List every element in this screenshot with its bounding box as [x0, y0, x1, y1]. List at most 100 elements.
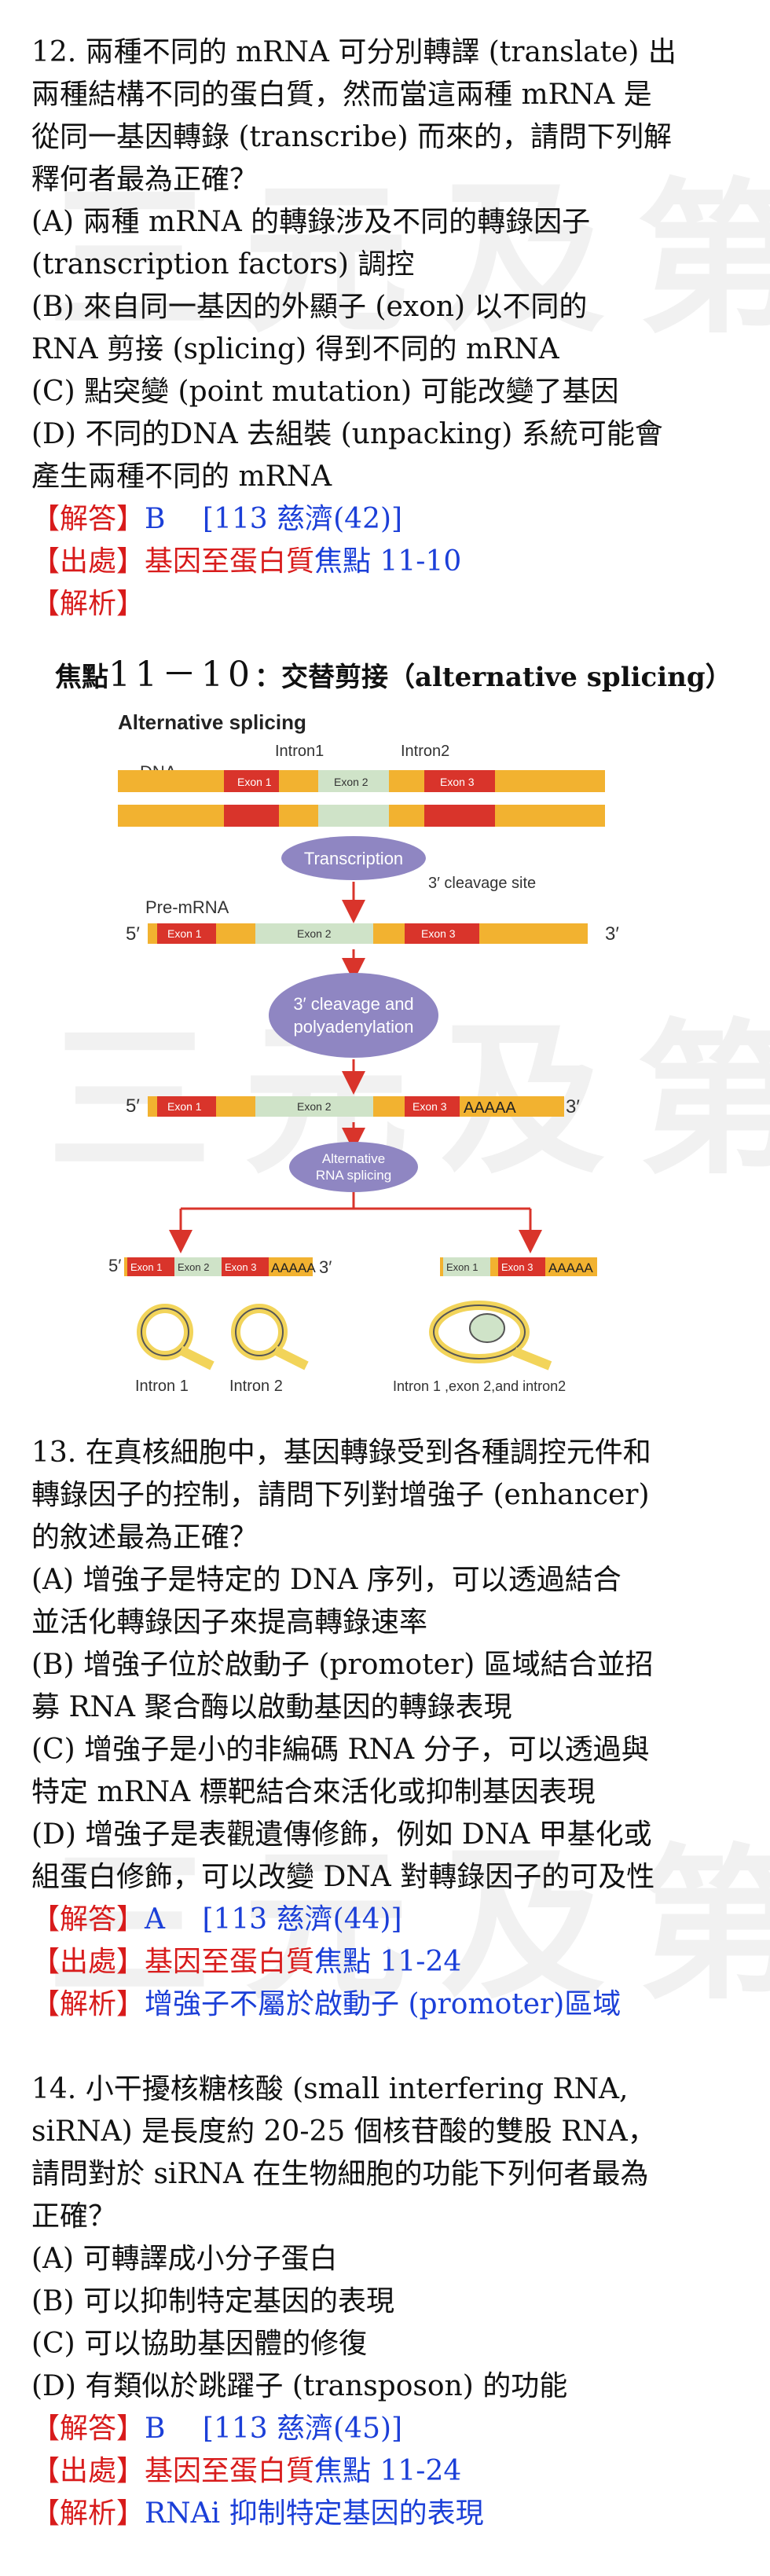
cleavage-line-2: polyadenylation [294, 1017, 414, 1037]
intron1-lariat [137, 1304, 214, 1371]
focus-title: ：交替剪接（alternative splicing） [254, 662, 732, 693]
question-14: 14. 小干擾核糖核酸 (small interfering RNA, siRN… [31, 2068, 739, 2535]
v2-polya: AAAAA [548, 1260, 593, 1275]
explain-label: 【解析】 [31, 2497, 145, 2530]
mrna-exon2: Exon 2 [297, 1100, 332, 1113]
q13-option-b: (B) 增強子位於啟動子 (promoter) 區域結合並招 [31, 1649, 654, 1681]
figure-title: Alternative splicing [118, 710, 306, 734]
q12-line: 釋何者最為正確？ [31, 163, 258, 196]
q12-option-a: (A) 兩種 mRNA 的轉錄涉及不同的轉錄因子 [31, 206, 591, 238]
alt-splicing-oval [289, 1142, 418, 1192]
dna-strand-top: Exon 1 Exon 2 Exon 3 [118, 770, 605, 792]
q14-option-c: (C) 可以協助基因體的修復 [31, 2328, 368, 2360]
combined-lariat [429, 1301, 552, 1371]
q13-option-a-cont: 並活化轉錄因子來提高轉錄速率 [31, 1606, 428, 1638]
source-focus: 焦點 11-24 [314, 1946, 462, 1978]
alt-splicing-line-1: Alternative [322, 1151, 385, 1166]
q13-option-d-cont: 組蛋白修飾，可以改變 DNA 對轉錄因子的可及性 [31, 1861, 655, 1893]
q14-answer: 【解答】B [113 慈濟(45)] [31, 2408, 739, 2450]
pre-exon2: Exon 2 [297, 927, 332, 940]
source-label: 【出處】 [31, 1946, 145, 1978]
answer-label: 【解答】 [31, 2413, 145, 2445]
pre-mrna-3: 3′ [605, 923, 619, 945]
alt-splicing-line-2: RNA splicing [316, 1168, 391, 1183]
pre-mrna-strand: Exon 1 Exon 2 Exon 3 [148, 923, 588, 944]
dna-strand-bottom [118, 805, 605, 827]
v2-exon3: Exon 3 [501, 1261, 533, 1273]
q12-answer: 【解答】B [113 慈濟(42)] [31, 498, 739, 541]
left-mrna-3: 3′ [319, 1257, 332, 1277]
source-label: 【出處】 [31, 545, 145, 578]
q12-line: 從同一基因轉錄 (transcribe) 而來的，請問下列解 [31, 121, 673, 153]
intron2-caption: Intron 2 [229, 1378, 283, 1395]
q14-option-a: (A) 可轉譯成小分子蛋白 [31, 2243, 338, 2275]
transcription-oval [281, 836, 426, 880]
source-value: 基因至蛋白質 [145, 545, 315, 578]
dna-exon1: Exon 1 [237, 776, 272, 788]
transcription-label: Transcription [304, 849, 403, 868]
q13-line: 的敘述最為正確？ [31, 1521, 258, 1554]
left-mrna-5: 5′ [108, 1256, 121, 1275]
explain-value: RNAi 抑制特定基因的表現 [145, 2497, 484, 2530]
v2-exon1: Exon 1 [446, 1261, 478, 1273]
q12-option-d: (D) 不同的DNA 去組裝 (unpacking) 系統可能會 [31, 418, 663, 450]
q12-option-c: (C) 點突變 (point mutation) 可能改變了基因 [31, 376, 619, 408]
q13-option-d: (D) 增強子是表觀遺傳修飾，例如 DNA 甲基化或 [31, 1818, 652, 1851]
pre-mrna-5: 5′ [126, 923, 140, 945]
focus-heading: 焦點11－10：交替剪接（alternative splicing） [55, 646, 732, 696]
q13-source: 【出處】基因至蛋白質焦點 11-24 [31, 1941, 739, 1983]
combined-caption: Intron 1 ,exon 2,and intron2 [393, 1378, 566, 1394]
intron2-lariat [231, 1304, 309, 1371]
q14-line: 14. 小干擾核糖核酸 (small interfering RNA, [31, 2073, 629, 2105]
q14-explain: 【解析】RNAi 抑制特定基因的表現 [31, 2493, 739, 2535]
explain-label: 【解析】 [31, 588, 145, 620]
source-focus: 焦點 11-24 [314, 2455, 462, 2487]
q14-line: 正確？ [31, 2200, 117, 2233]
v1-exon3: Exon 3 [225, 1261, 256, 1273]
q13-line: 轉錄因子的控制，請問下列對增強子 (enhancer) [31, 1479, 650, 1511]
source-value: 基因至蛋白質 [145, 2455, 315, 2487]
intron1-label: Intron1 [275, 743, 324, 760]
q14-option-b: (B) 可以抑制特定基因的表現 [31, 2285, 394, 2317]
mrna-polya: AAAAA [464, 1099, 516, 1117]
intron1-caption: Intron 1 [135, 1378, 189, 1395]
pre-exon3: Exon 3 [421, 927, 456, 940]
q12-option-b: (B) 來自同一基因的外顯子 (exon) 以不同的 [31, 291, 588, 323]
v1-polya: AAAAA [271, 1260, 316, 1275]
q12-source: 【出處】基因至蛋白質焦點 11-10 [31, 541, 739, 583]
dna-exon2: Exon 2 [334, 776, 368, 788]
question-13: 13. 在真核細胞中，基因轉錄受到各種調控元件和 轉錄因子的控制，請問下列對增強… [31, 1432, 739, 2026]
v1-exon2: Exon 2 [178, 1261, 209, 1273]
focus-prefix: 焦點 [55, 662, 108, 693]
mrna-5: 5′ [126, 1095, 140, 1117]
explain-value: 增強子不屬於啟動子 (promoter)區域 [145, 1988, 622, 2020]
q13-line: 13. 在真核細胞中，基因轉錄受到各種調控元件和 [31, 1437, 651, 1469]
mrna-exon3: Exon 3 [412, 1100, 447, 1113]
q12-option-a-cont: (transcription factors) 調控 [31, 248, 415, 281]
answer-value: B [113 慈濟(42)] [145, 503, 403, 535]
q14-source: 【出處】基因至蛋白質焦點 11-24 [31, 2450, 739, 2493]
source-value: 基因至蛋白質 [145, 1946, 315, 1978]
figure-svg: Alternative splicing DNA Intron1 Intron2… [108, 710, 619, 1395]
alternative-splicing-figure: Alternative splicing DNA Intron1 Intron2… [94, 699, 691, 1407]
q13-option-a: (A) 增強子是特定的 DNA 序列，可以透過結合 [31, 1564, 622, 1596]
pre-exon1: Exon 1 [167, 927, 202, 940]
q12-option-b-cont: RNA 剪接 (splicing) 得到不同的 mRNA [31, 333, 559, 365]
polyadenylated-mrna: Exon 1 Exon 2 Exon 3 AAAAA [148, 1096, 564, 1117]
explain-label: 【解析】 [31, 1988, 145, 2020]
mrna-exon1: Exon 1 [167, 1100, 202, 1113]
q12-explain: 【解析】 [31, 583, 739, 626]
question-12: 12. 兩種不同的 mRNA 可分別轉譯 (translate) 出 兩種結構不… [31, 31, 739, 626]
q14-line: 請問對於 siRNA 在生物細胞的功能下列何者最為 [31, 2158, 649, 2190]
answer-value: A [113 慈濟(44)] [145, 1903, 402, 1936]
cleavage-oval [269, 973, 438, 1058]
dna-exon3: Exon 3 [440, 776, 475, 788]
q13-option-c-cont: 特定 mRNA 標靶結合來活化或抑制基因表現 [31, 1776, 596, 1808]
v1-exon1: Exon 1 [130, 1261, 162, 1273]
mrna-variant-2: Exon 1 Exon 3 AAAAA [440, 1257, 597, 1276]
cleavage-line-1: 3′ cleavage and [293, 994, 413, 1014]
source-label: 【出處】 [31, 2455, 145, 2487]
mrna-variant-1: Exon 1 Exon 2 Exon 3 AAAAA [124, 1257, 316, 1276]
q14-line: siRNA) 是長度約 20-25 個核苷酸的雙股 RNA， [31, 2115, 656, 2148]
